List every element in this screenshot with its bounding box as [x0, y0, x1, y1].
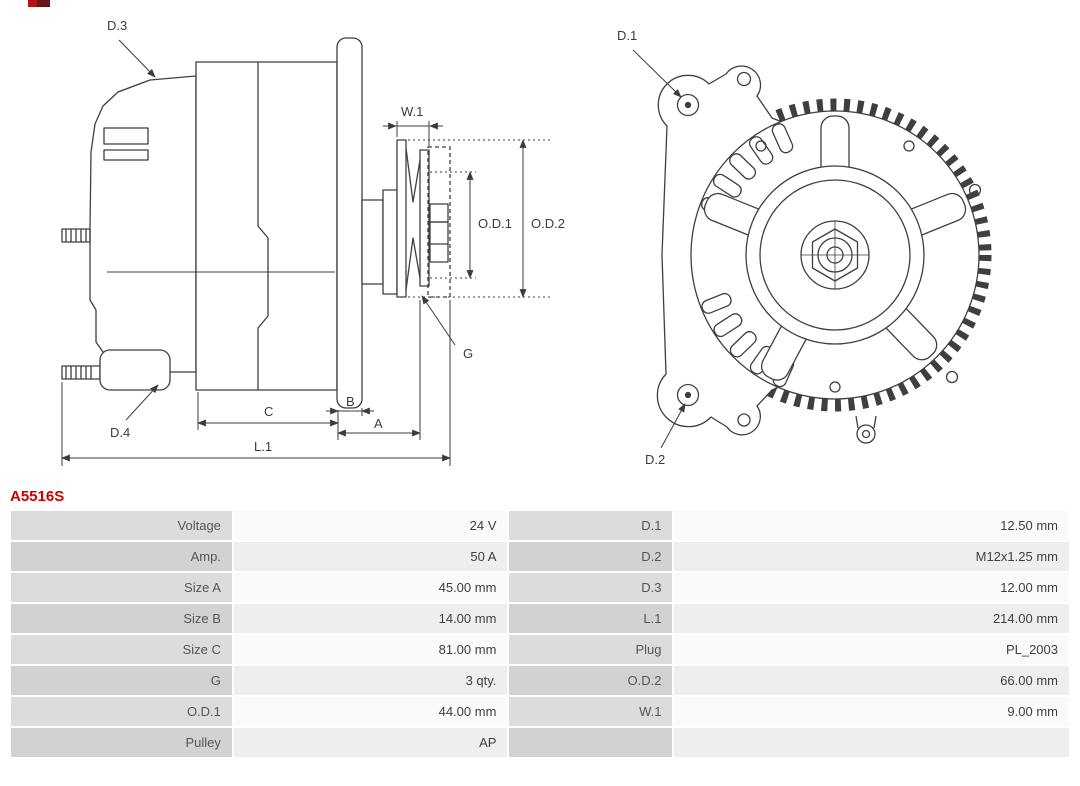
spec-value: M12x1.25 mm	[674, 542, 1069, 571]
spec-value: 214.00 mm	[674, 604, 1069, 633]
spec-label: D.2	[509, 542, 673, 571]
spec-table: Voltage 24 V D.1 12.50 mm Amp. 50 A D.2 …	[9, 509, 1071, 759]
spec-label: Plug	[509, 635, 673, 664]
spec-row: Pulley AP	[11, 728, 1069, 757]
spec-value: 50 A	[233, 542, 508, 571]
spec-row: Voltage 24 V D.1 12.50 mm	[11, 511, 1069, 540]
spec-label: L.1	[509, 604, 673, 633]
spec-value: 12.00 mm	[674, 573, 1069, 602]
spec-value: 12.50 mm	[674, 511, 1069, 540]
spec-value: PL_2003	[674, 635, 1069, 664]
spec-value: 44.00 mm	[233, 697, 508, 726]
spec-label: G	[11, 666, 232, 695]
spec-value: 66.00 mm	[674, 666, 1069, 695]
spec-value: AP	[233, 728, 508, 757]
spec-label: Size C	[11, 635, 232, 664]
spec-row: Size A 45.00 mm D.3 12.00 mm	[11, 573, 1069, 602]
spec-value: 24 V	[233, 511, 508, 540]
spec-label: W.1	[509, 697, 673, 726]
spec-label-empty	[509, 728, 673, 757]
as-pl-logo	[28, 0, 50, 7]
spec-value: 45.00 mm	[233, 573, 508, 602]
spec-row: G 3 qty. O.D.2 66.00 mm	[11, 666, 1069, 695]
spec-label: O.D.1	[11, 697, 232, 726]
spec-row: Size B 14.00 mm L.1 214.00 mm	[11, 604, 1069, 633]
dim-label-d4: D.4	[110, 425, 130, 440]
spec-row: Size C 81.00 mm Plug PL_2003	[11, 635, 1069, 664]
side-view	[61, 37, 451, 409]
dim-label-c: C	[264, 404, 273, 419]
technical-drawing: D.3 D.4 W.1 O.D.1 O.D.2 G A B C L.1	[61, 18, 992, 467]
spec-label: Voltage	[11, 511, 232, 540]
dim-label-od1: O.D.1	[478, 216, 512, 231]
dim-label-w1: W.1	[401, 104, 423, 119]
spec-row: O.D.1 44.00 mm W.1 9.00 mm	[11, 697, 1069, 726]
front-view	[656, 65, 992, 444]
spec-label: O.D.2	[509, 666, 673, 695]
front-view-dimensions	[632, 49, 686, 449]
spec-label: Pulley	[11, 728, 232, 757]
dim-label-b: B	[346, 394, 355, 409]
dim-label-d2: D.2	[645, 452, 665, 467]
spec-value: 14.00 mm	[233, 604, 508, 633]
spec-value-empty	[674, 728, 1069, 757]
dim-label-g: G	[463, 346, 473, 361]
product-code: A5516S	[10, 488, 65, 505]
spec-label: Size B	[11, 604, 232, 633]
side-view-dimensions	[61, 39, 552, 466]
dim-label-l1: L.1	[254, 439, 272, 454]
spec-label: Amp.	[11, 542, 232, 571]
alternator-drawing-svg: D.3 D.4 W.1 O.D.1 O.D.2 G A B C L.1	[61, 18, 992, 467]
spec-label: Size A	[11, 573, 232, 602]
spec-label: D.3	[509, 573, 673, 602]
dim-label-d1: D.1	[617, 28, 637, 43]
dim-label-od2: O.D.2	[531, 216, 565, 231]
spec-value: 81.00 mm	[233, 635, 508, 664]
spec-label: D.1	[509, 511, 673, 540]
spec-value: 9.00 mm	[674, 697, 1069, 726]
spec-value: 3 qty.	[233, 666, 508, 695]
dim-label-d3: D.3	[107, 18, 127, 33]
logo-red-mark	[28, 0, 37, 7]
spec-row: Amp. 50 A D.2 M12x1.25 mm	[11, 542, 1069, 571]
dim-label-a: A	[374, 416, 383, 431]
